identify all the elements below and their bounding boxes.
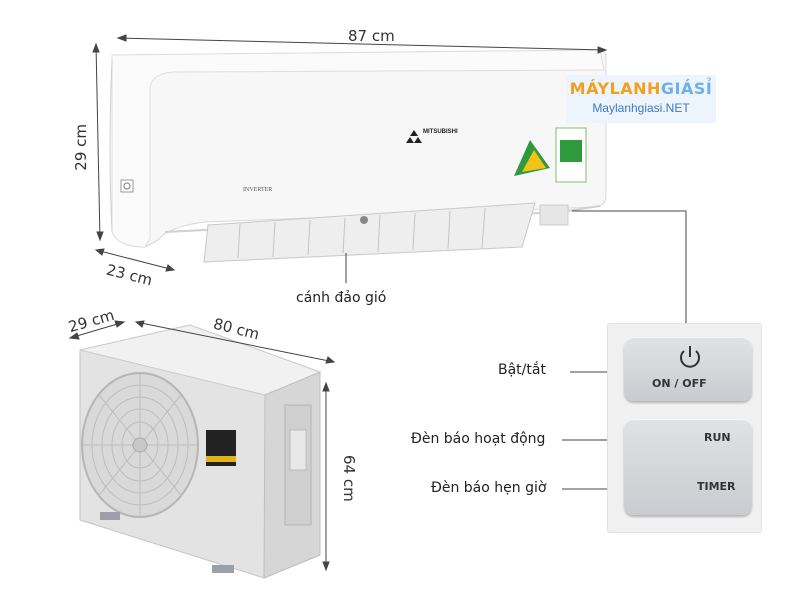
logo-url: Maylanhgiasi.NET xyxy=(592,101,690,115)
outdoor-height-label: 64 cm xyxy=(340,455,358,502)
outdoor-dimension-lines xyxy=(68,320,336,572)
remote-connector-line xyxy=(572,210,687,333)
control-panel: ON / OFF RUN TIMER xyxy=(607,323,762,533)
run-label: RUN xyxy=(704,431,731,444)
indoor-height-label: 29 cm xyxy=(72,124,90,171)
timer-label: TIMER xyxy=(697,480,736,493)
callout-power: Bật/tắt xyxy=(498,362,546,378)
logo-part-a: MÁYLANH xyxy=(569,79,661,98)
on-off-button[interactable]: ON / OFF xyxy=(624,337,752,401)
callout-timer: Đèn báo hẹn giờ xyxy=(431,480,547,496)
indoor-unit xyxy=(109,49,607,263)
on-off-label: ON / OFF xyxy=(652,377,707,390)
status-indicator-panel: RUN TIMER xyxy=(624,419,752,515)
indoor-brand-text: MITSUBISHI xyxy=(423,129,458,135)
indoor-dimension-lines xyxy=(92,34,608,283)
inverter-text: INVERTER xyxy=(243,187,273,193)
louver-label: cánh đảo gió xyxy=(296,290,387,306)
logo-wordmark: MÁYLANHGIÁSỈ xyxy=(566,79,716,98)
outdoor-unit xyxy=(79,324,322,579)
callout-run: Đèn báo hoạt động xyxy=(411,431,546,447)
site-logo: MÁYLANHGIÁSỈ Maylanhgiasi.NET xyxy=(566,75,716,123)
power-icon xyxy=(680,346,700,368)
indoor-width-label: 87 cm xyxy=(348,27,395,45)
logo-part-b: GIÁSỈ xyxy=(660,79,713,98)
